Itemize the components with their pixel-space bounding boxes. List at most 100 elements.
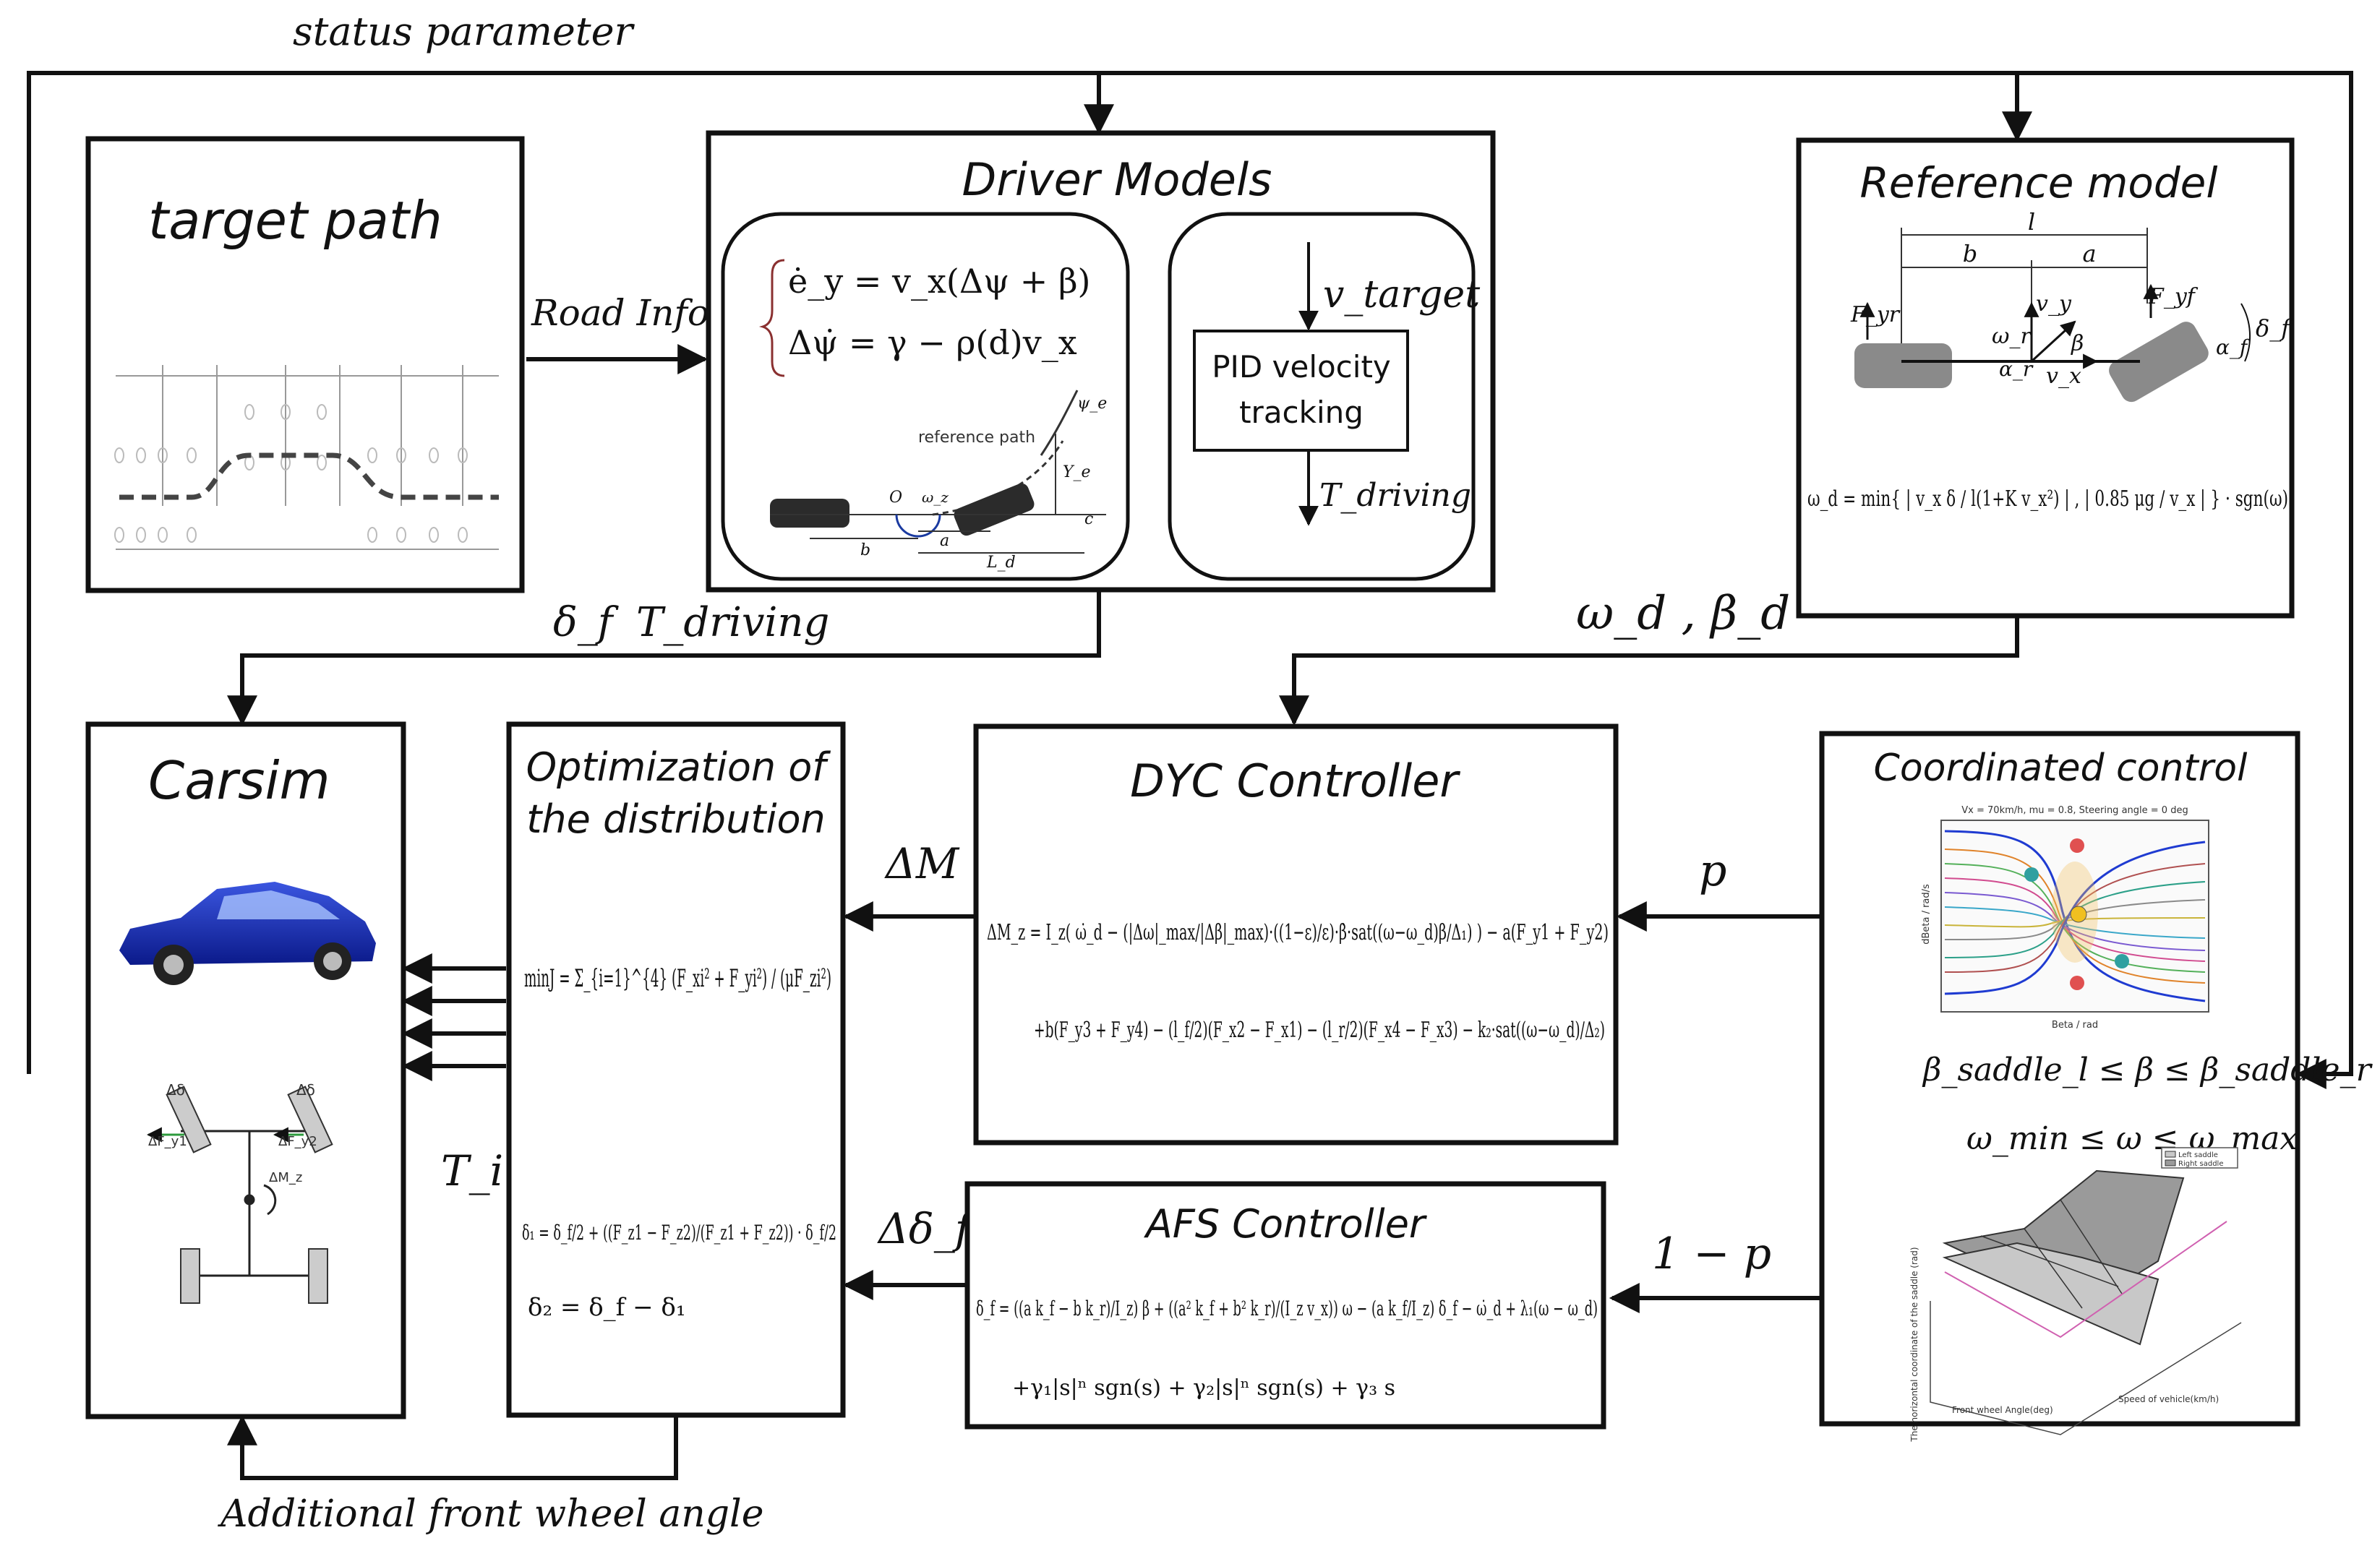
- region-marker-right: [2115, 954, 2129, 968]
- surface-grid: [1980, 1199, 2123, 1309]
- mz-mark: ΔM_z: [269, 1170, 302, 1185]
- afs-controller-block: AFS Controller δ_f = ((a k_f − b k_r)/I_…: [964, 1181, 1606, 1430]
- v-target-label: v_target: [1323, 273, 1480, 317]
- front-left-wheel: [166, 1086, 212, 1153]
- dyc-formula-line1: ΔM_z = I_z( ω̇_d − (|Δω|_max/|Δβ|_max)·(…: [987, 920, 1609, 945]
- driver-models-title: Driver Models: [962, 153, 1272, 206]
- equation-brace: [758, 259, 785, 377]
- t-driving-output: T_driving: [1319, 477, 1471, 514]
- dyc-title: DYC Controller: [1130, 755, 1460, 807]
- status-parameter-label: status parameter: [293, 9, 635, 54]
- objective-function: minJ = Σ_{i=1}^{4} (F_xi² + F_yi²) / (μF…: [524, 964, 831, 993]
- saddle-plot-zlabel: The horizontal coordinate of the saddle …: [1909, 1247, 1919, 1442]
- velocity-arrow: [2030, 320, 2076, 363]
- optimization-title-line2: the distribution: [526, 796, 826, 842]
- additional-angle-arrow: [227, 1414, 678, 1480]
- dim-b-mark: b: [860, 541, 870, 559]
- reference-to-dyc-arrow: [1279, 616, 2019, 726]
- alpha-r-mark: α_r: [1999, 357, 2034, 381]
- equilibrium-point: [2070, 906, 2087, 923]
- dim-b: b: [1963, 240, 1977, 267]
- origin-mark: O: [889, 489, 902, 507]
- optimization-block: Optimization of the distribution minJ = …: [506, 721, 846, 1418]
- dim-a-mark: a: [940, 532, 949, 550]
- saddle-surface-plot: The horizontal coordinate of the saddle …: [1909, 1147, 2242, 1443]
- afs-formula-line1: δ_f = ((a k_f − b k_r)/I_z) β + ((a² k_f…: [976, 1297, 1598, 1320]
- fy2-mark: ΔF_y2: [278, 1134, 317, 1149]
- afs-title: AFS Controller: [1144, 1201, 1427, 1247]
- delta-m-label: ΔM: [884, 839, 960, 888]
- reference-model-title: Reference model: [1860, 158, 2218, 207]
- dim-a: a: [2082, 240, 2096, 267]
- dim-l: l: [2028, 208, 2035, 236]
- heading-error-equation: Δψ̇ = γ − ρ(d)v_x: [788, 323, 1077, 362]
- delta-delta-mark-right: Δδ: [296, 1081, 315, 1099]
- delta-f-mark: δ_f: [2256, 314, 2293, 342]
- road-info-label: Road Info: [531, 292, 709, 334]
- front-tire: [2109, 322, 2209, 403]
- rear-left-wheel: [180, 1248, 200, 1304]
- t-i-label: T_i: [441, 1146, 503, 1195]
- phase-plot-title: Vx = 70km/h, mu = 0.8, Steering angle = …: [1961, 805, 2188, 816]
- target-path-sketch: [116, 365, 499, 550]
- torque-arrows: [401, 953, 506, 1081]
- p-label: p: [1699, 846, 1726, 896]
- pid-label-line1: PID velocity: [1212, 349, 1391, 384]
- reference-path-label: reference path: [918, 429, 1035, 447]
- driver-models-block: Driver Models ė_y = v_x(Δψ + β) Δψ̇ = γ …: [706, 130, 1496, 593]
- rear-right-wheel: [308, 1248, 328, 1304]
- saddle-plot-xlabel: Front wheel Angle(deg): [1952, 1405, 2053, 1415]
- pid-velocity-box: [1193, 330, 1409, 452]
- delta-delta-f-label: Δδ_f: [877, 1204, 977, 1253]
- delta-f-label: δ_f: [553, 599, 620, 646]
- coordinated-control-block: Coordinated control Vx = 70km/h, mu = 0.…: [1819, 731, 2373, 1443]
- alpha-f-mark: α_f: [2216, 335, 2251, 359]
- additional-angle-label: Additional front wheel angle: [218, 1492, 763, 1536]
- rear-wheel: [770, 499, 849, 528]
- front-wheel: [954, 483, 1035, 536]
- dyc-controller-block: DYC Controller ΔM_z = I_z( ω̇_d − (|Δω|_…: [973, 723, 1619, 1146]
- t-driving-label: T_driving: [636, 599, 829, 646]
- dim-ye-mark: Y_e: [1063, 463, 1091, 481]
- afs-formula-line2: +γ₁|s|ⁿ sgn(s) + γ₂|s|ⁿ sgn(s) + γ₃ s: [1012, 1375, 1395, 1401]
- vx-label: v_x: [2046, 364, 2081, 389]
- steer-angle-arc: [2240, 303, 2251, 362]
- one-minus-p-label: 1 − p: [1652, 1229, 1771, 1279]
- delta-1-formula: δ₁ = δ_f/2 + ((F_z1 − F_z2)/(F_z1 + F_z2…: [522, 1221, 836, 1245]
- fyr-label: F_yr: [1850, 302, 1901, 327]
- rear-tire: [1854, 343, 1952, 388]
- carsim-title: Carsim: [148, 750, 330, 811]
- omega-range-condition: ω_min ≤ ω ≤ ω_max: [1966, 1120, 2298, 1157]
- driver-to-carsim-arrow: [227, 590, 1101, 726]
- delta-2-formula: δ₂ = δ_f − δ₁: [528, 1293, 685, 1322]
- beta-saddle-condition: β_saddle_l ≤ β ≤ β_saddle_r: [1922, 1052, 2373, 1088]
- delta-delta-mark-left: Δδ: [166, 1081, 185, 1099]
- saddle-marker-top: [2070, 838, 2084, 853]
- surface-edge-line: [1944, 1221, 2227, 1339]
- lateral-error-equation: ė_y = v_x(Δψ + β): [788, 262, 1091, 301]
- dim-ld-mark: L_d: [986, 554, 1016, 572]
- saddle-plot-ylabel: Speed of vehicle(km/h): [2118, 1394, 2219, 1404]
- legend-right-saddle: Right saddle: [2178, 1160, 2223, 1168]
- road-info-arrow: Road Info: [526, 292, 709, 374]
- front-right-wheel: [287, 1086, 333, 1153]
- omega-beta-d-label: ω_d , β_d: [1576, 587, 1790, 640]
- target-path-title: target path: [148, 190, 442, 251]
- dyc-formula-line2: +b(F_y3 + F_y4) − (l_f/2)(F_x2 − F_x1) −…: [1034, 1018, 1605, 1043]
- saddle-marker-bottom: [2070, 976, 2084, 990]
- lane-change-path: [119, 452, 499, 500]
- saddle-plot-axes: [1930, 1301, 2242, 1435]
- yaw-rate-mark: ω_z: [922, 489, 949, 506]
- phase-plot-xlabel: Beta / rad: [2052, 1020, 2098, 1031]
- path-tangent: [1040, 390, 1079, 456]
- reference-model-block: Reference model l b a F_yr F_yf v_y v_x …: [1796, 137, 2295, 619]
- carsim-block: Carsim Δδ Δδ ΔF_y1 ΔF_y2 ΔM_z: [85, 721, 406, 1419]
- car-image: [119, 882, 376, 985]
- region-marker-left: [2024, 867, 2039, 882]
- phase-plot-ylabel: dBeta / rad/s: [1921, 884, 1932, 945]
- fyf-label: F_yf: [2148, 284, 2199, 309]
- vy-label: v_y: [2036, 291, 2072, 317]
- optimization-title-line1: Optimization of: [526, 744, 831, 790]
- omega-r-label: ω_r: [1992, 324, 2032, 349]
